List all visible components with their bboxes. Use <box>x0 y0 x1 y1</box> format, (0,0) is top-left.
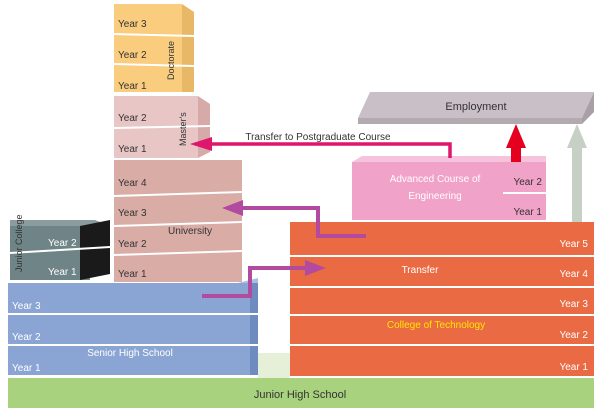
doctorate-year-2: Year 2 <box>118 50 147 61</box>
junior-high-bar <box>8 378 594 408</box>
doctorate-year-1: Year 1 <box>118 81 147 92</box>
doctorate-label: Doctorate <box>166 41 176 80</box>
masters-year-2: Year 2 <box>118 113 147 124</box>
technology-label: College of Technology <box>387 320 485 331</box>
employment-block: Employment <box>358 92 594 124</box>
junior-college-label: Junior College <box>14 214 24 272</box>
technology-transfer-arrow <box>202 260 326 298</box>
junior-high-connector <box>258 353 290 378</box>
technology-year-1: Year 1 <box>559 362 588 373</box>
advanced-year-2: Year 2 <box>513 177 542 188</box>
masters-block: Year 2 Year 1 Master's <box>113 96 211 158</box>
postgraduate-pink-arrow <box>190 137 452 158</box>
transfer-label: Transfer <box>402 265 440 276</box>
university-year-3: Year 3 <box>118 208 147 219</box>
technology-year-3: Year 3 <box>559 299 588 310</box>
university-year-4: Year 4 <box>118 178 147 189</box>
advanced-label-line-1: Advanced Course of <box>390 174 481 185</box>
doctorate-year-3: Year 3 <box>118 19 147 30</box>
university-block: Year 4 Year 3 Year 2 Year 1 University <box>113 160 243 282</box>
employment-gray-arrow <box>567 124 587 222</box>
advanced-course-block: Advanced Course of Engineering Year 2 Ye… <box>352 156 546 220</box>
doctorate-block: Year 3 Year 2 Year 1 Doctorate <box>113 4 195 92</box>
senior-high-block: Year 3 Year 2 Year 1 Senior High School <box>8 278 258 375</box>
postgraduate-label: Transfer to Postgraduate Course <box>245 132 391 143</box>
advanced-year-1: Year 1 <box>513 207 542 218</box>
university-label: University <box>168 226 212 237</box>
technology-year-5: Year 5 <box>559 239 588 250</box>
university-year-2: Year 2 <box>118 239 147 250</box>
junior-college-year-2: Year 2 <box>48 238 77 249</box>
employment-label: Employment <box>445 101 506 113</box>
advanced-label-line-2: Engineering <box>408 191 461 202</box>
technology-block: Year 5 Year 4 Year 3 Year 2 Year 1 Trans… <box>290 222 594 376</box>
senior-high-year-1: Year 1 <box>12 363 41 374</box>
junior-college-year-1: Year 1 <box>48 267 77 278</box>
senior-high-year-2: Year 2 <box>12 332 41 343</box>
technology-year-4: Year 4 <box>559 269 588 280</box>
masters-label: Master's <box>178 112 188 146</box>
university-transfer-arrow <box>222 200 366 238</box>
junior-high-label: Junior High School <box>254 389 346 401</box>
university-year-1: Year 1 <box>118 269 147 280</box>
junior-college-block: Junior College Year 2 Year 1 <box>9 214 111 280</box>
senior-high-year-3: Year 3 <box>12 301 41 312</box>
technology-year-2: Year 2 <box>559 330 588 341</box>
senior-high-label: Senior High School <box>87 348 173 359</box>
masters-year-1: Year 1 <box>118 144 147 155</box>
employment-red-arrow <box>506 124 526 162</box>
